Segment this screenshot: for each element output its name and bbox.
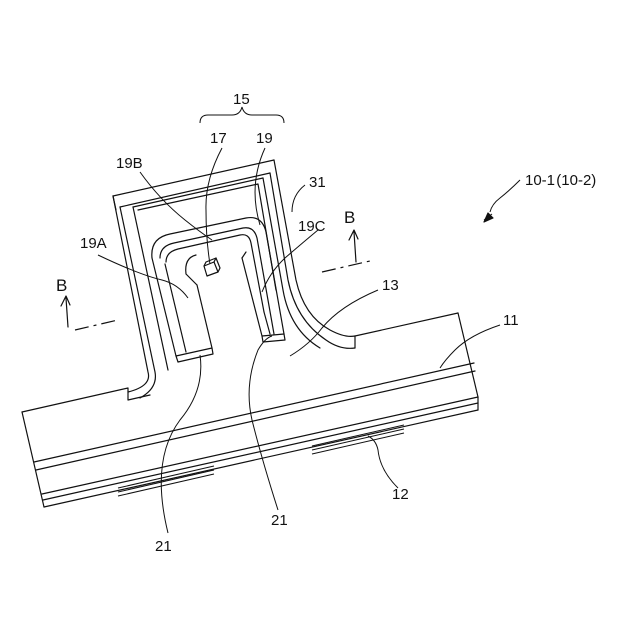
label-19b: 19B	[116, 155, 143, 172]
label-11: 11	[503, 312, 519, 329]
label-19: 19	[256, 130, 273, 147]
section-line	[61, 230, 370, 330]
label-assembly: 10-1 (10-2)	[525, 172, 596, 189]
label-section-left: B	[56, 276, 67, 295]
label-15: 15	[233, 91, 250, 108]
label-17: 17	[210, 130, 227, 147]
label-19c: 19C	[298, 218, 326, 235]
label-21-left: 21	[155, 538, 172, 555]
label-13: 13	[382, 277, 399, 294]
label-31: 31	[309, 174, 326, 191]
label-12: 12	[392, 486, 409, 503]
groove-left	[118, 466, 214, 496]
label-21-right: 21	[271, 512, 288, 529]
label-section-right: B	[344, 208, 355, 227]
pin-17	[204, 258, 220, 276]
label-19a: 19A	[80, 235, 107, 252]
frame-31	[113, 160, 355, 398]
leader-lines	[98, 107, 520, 533]
